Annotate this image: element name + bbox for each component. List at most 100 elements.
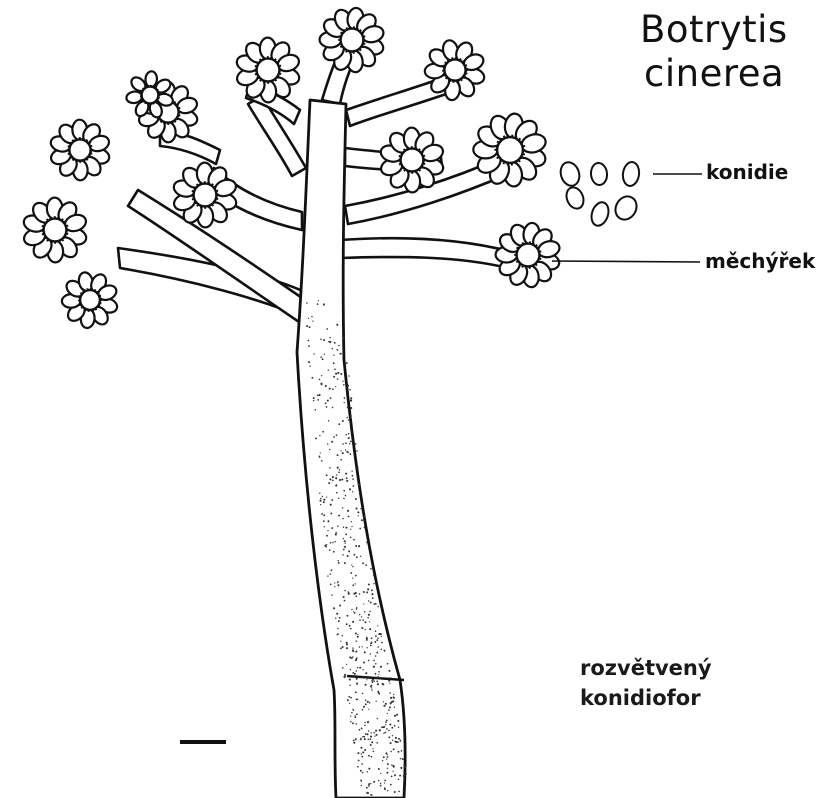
stipple-dot xyxy=(351,564,352,565)
stipple-dot xyxy=(358,760,360,762)
stipple-dot xyxy=(313,353,314,354)
stipple-dot xyxy=(364,738,366,740)
stipple-dot xyxy=(381,636,382,637)
stipple-dot xyxy=(375,630,377,632)
stipple-dot xyxy=(352,650,354,652)
sterigma xyxy=(161,121,162,123)
stipple-dot xyxy=(392,735,393,736)
sterigma xyxy=(399,156,401,157)
stipple-dot xyxy=(373,732,375,734)
stipple-dot xyxy=(325,402,327,404)
stipple-dot xyxy=(322,358,324,360)
sterigma xyxy=(516,261,518,262)
stipple-dot xyxy=(347,452,349,454)
vesicle-cluster xyxy=(22,197,88,262)
stipple-dot xyxy=(383,732,384,733)
stipple-dot xyxy=(350,441,352,443)
label-conidiophore-line2: konidiofor xyxy=(580,684,701,713)
stipple-dot xyxy=(362,499,364,501)
stipple-dot xyxy=(365,699,367,701)
sterigma xyxy=(363,43,365,44)
stipple-dot xyxy=(343,498,345,500)
stipple-dot xyxy=(346,615,348,617)
stipple-dot xyxy=(376,680,378,682)
stipple-dot xyxy=(309,366,310,367)
sterigma xyxy=(419,149,420,151)
stipple-dot xyxy=(393,694,394,695)
stipple-dot xyxy=(368,768,370,770)
stipple-dot xyxy=(375,663,377,665)
stipple-dot xyxy=(363,603,364,604)
stipple-dot xyxy=(327,530,328,531)
stipple-dot xyxy=(342,452,344,454)
stipple-dot xyxy=(327,520,329,522)
stipple-dot xyxy=(353,554,355,556)
sterigma xyxy=(341,32,343,33)
stipple-dot xyxy=(371,689,373,691)
stipple-dot xyxy=(368,785,370,787)
stipple-dot xyxy=(340,640,341,641)
stipple-dot xyxy=(338,562,340,564)
stipple-dot xyxy=(344,402,345,403)
stipple-dot xyxy=(355,443,357,445)
stipple-dot xyxy=(312,320,313,321)
stipple-dot xyxy=(320,504,321,505)
sterigma xyxy=(68,153,70,154)
stipple-dot xyxy=(391,764,392,765)
stipple-dot xyxy=(368,755,370,757)
stipple-dot xyxy=(389,683,390,684)
stipple-dot xyxy=(387,768,388,769)
stipple-dot xyxy=(348,419,349,420)
stipple-dot xyxy=(350,669,351,670)
stipple-dot xyxy=(361,756,363,758)
stipple-dot xyxy=(321,375,322,376)
stipple-dot xyxy=(328,420,330,422)
stipple-dot xyxy=(388,730,390,732)
stipple-dot xyxy=(330,584,332,586)
stipple-dot xyxy=(350,715,351,716)
stipple-dot xyxy=(343,596,345,598)
stipple-dot xyxy=(367,701,369,703)
stipple-dot xyxy=(352,709,353,710)
stipple-dot xyxy=(351,712,353,714)
stipple-dot xyxy=(389,692,391,694)
stipple-dot xyxy=(323,514,325,516)
stipple-dot xyxy=(338,471,340,473)
stipple-dot xyxy=(359,667,361,669)
sterigma xyxy=(423,163,425,164)
stipple-dot xyxy=(356,608,358,610)
sterigma xyxy=(178,108,180,109)
sterigma xyxy=(452,57,453,59)
sterigma xyxy=(174,121,175,123)
stipple-dot xyxy=(350,697,352,699)
stipple-dot xyxy=(389,723,391,725)
stipple-dot xyxy=(326,535,328,537)
stipple-dot xyxy=(400,758,401,759)
stipple-dot xyxy=(375,677,377,679)
stipple-dot xyxy=(370,602,372,604)
stipple-dot xyxy=(384,780,386,782)
branch-right-lower xyxy=(340,238,512,268)
stipple-dot xyxy=(324,354,325,355)
stipple-dot xyxy=(359,528,361,530)
stipple-dot xyxy=(370,745,371,746)
stipple-dot xyxy=(384,650,386,652)
stipple-dot xyxy=(366,541,368,543)
stipple-dot xyxy=(356,450,358,452)
sterigma xyxy=(99,295,101,296)
stipple-dot xyxy=(385,752,387,754)
stipple-dot xyxy=(388,709,390,711)
stipple-dot xyxy=(355,691,357,693)
stipple-dot xyxy=(343,490,345,492)
stipple-dot xyxy=(390,697,392,699)
stipple-dot xyxy=(336,324,338,326)
stipple-dot xyxy=(394,741,396,743)
stipple-dot xyxy=(378,780,379,781)
stipple-dot xyxy=(339,605,341,607)
stipple-dot xyxy=(349,389,351,391)
stipple-dot xyxy=(342,635,343,636)
stipple-dot xyxy=(344,540,346,542)
stipple-dot xyxy=(335,373,337,375)
stipple-dot xyxy=(329,337,330,338)
